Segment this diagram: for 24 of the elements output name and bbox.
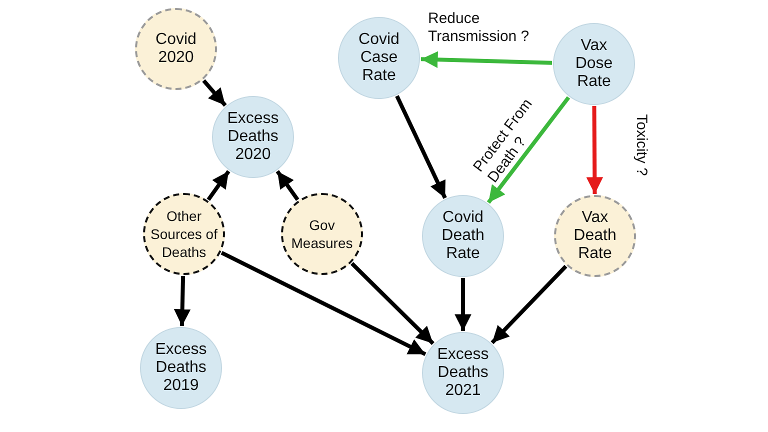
edge-label: Toxicity ? <box>632 114 650 176</box>
node-label: Excess Deaths 2021 <box>436 346 490 400</box>
node-label: Vax Death Rate <box>572 209 618 263</box>
node-label: Other Sources of Deaths <box>150 207 218 261</box>
arrow <box>350 262 434 345</box>
arrow <box>202 79 227 107</box>
node-label: Vax Dose Rate <box>574 37 614 91</box>
node-label: Covid Death Rate <box>440 209 486 263</box>
arrow <box>454 278 472 331</box>
node-label: Excess Deaths 2020 <box>226 110 280 164</box>
arrow <box>586 106 604 194</box>
arrow <box>174 276 191 326</box>
arrow <box>276 170 300 201</box>
edge-label: Reduce Transmission ? <box>428 10 530 46</box>
arrow <box>486 96 570 204</box>
arrow <box>490 264 568 344</box>
node-label: Covid Case Rate <box>358 31 400 85</box>
node-label: Covid 2020 <box>154 31 198 67</box>
node-label: Excess Deaths 2019 <box>154 341 208 395</box>
arrow <box>206 170 230 201</box>
arrow <box>420 51 552 68</box>
arrow <box>220 250 426 356</box>
arrow <box>395 95 447 199</box>
node-label: Gov Measures <box>290 216 354 252</box>
